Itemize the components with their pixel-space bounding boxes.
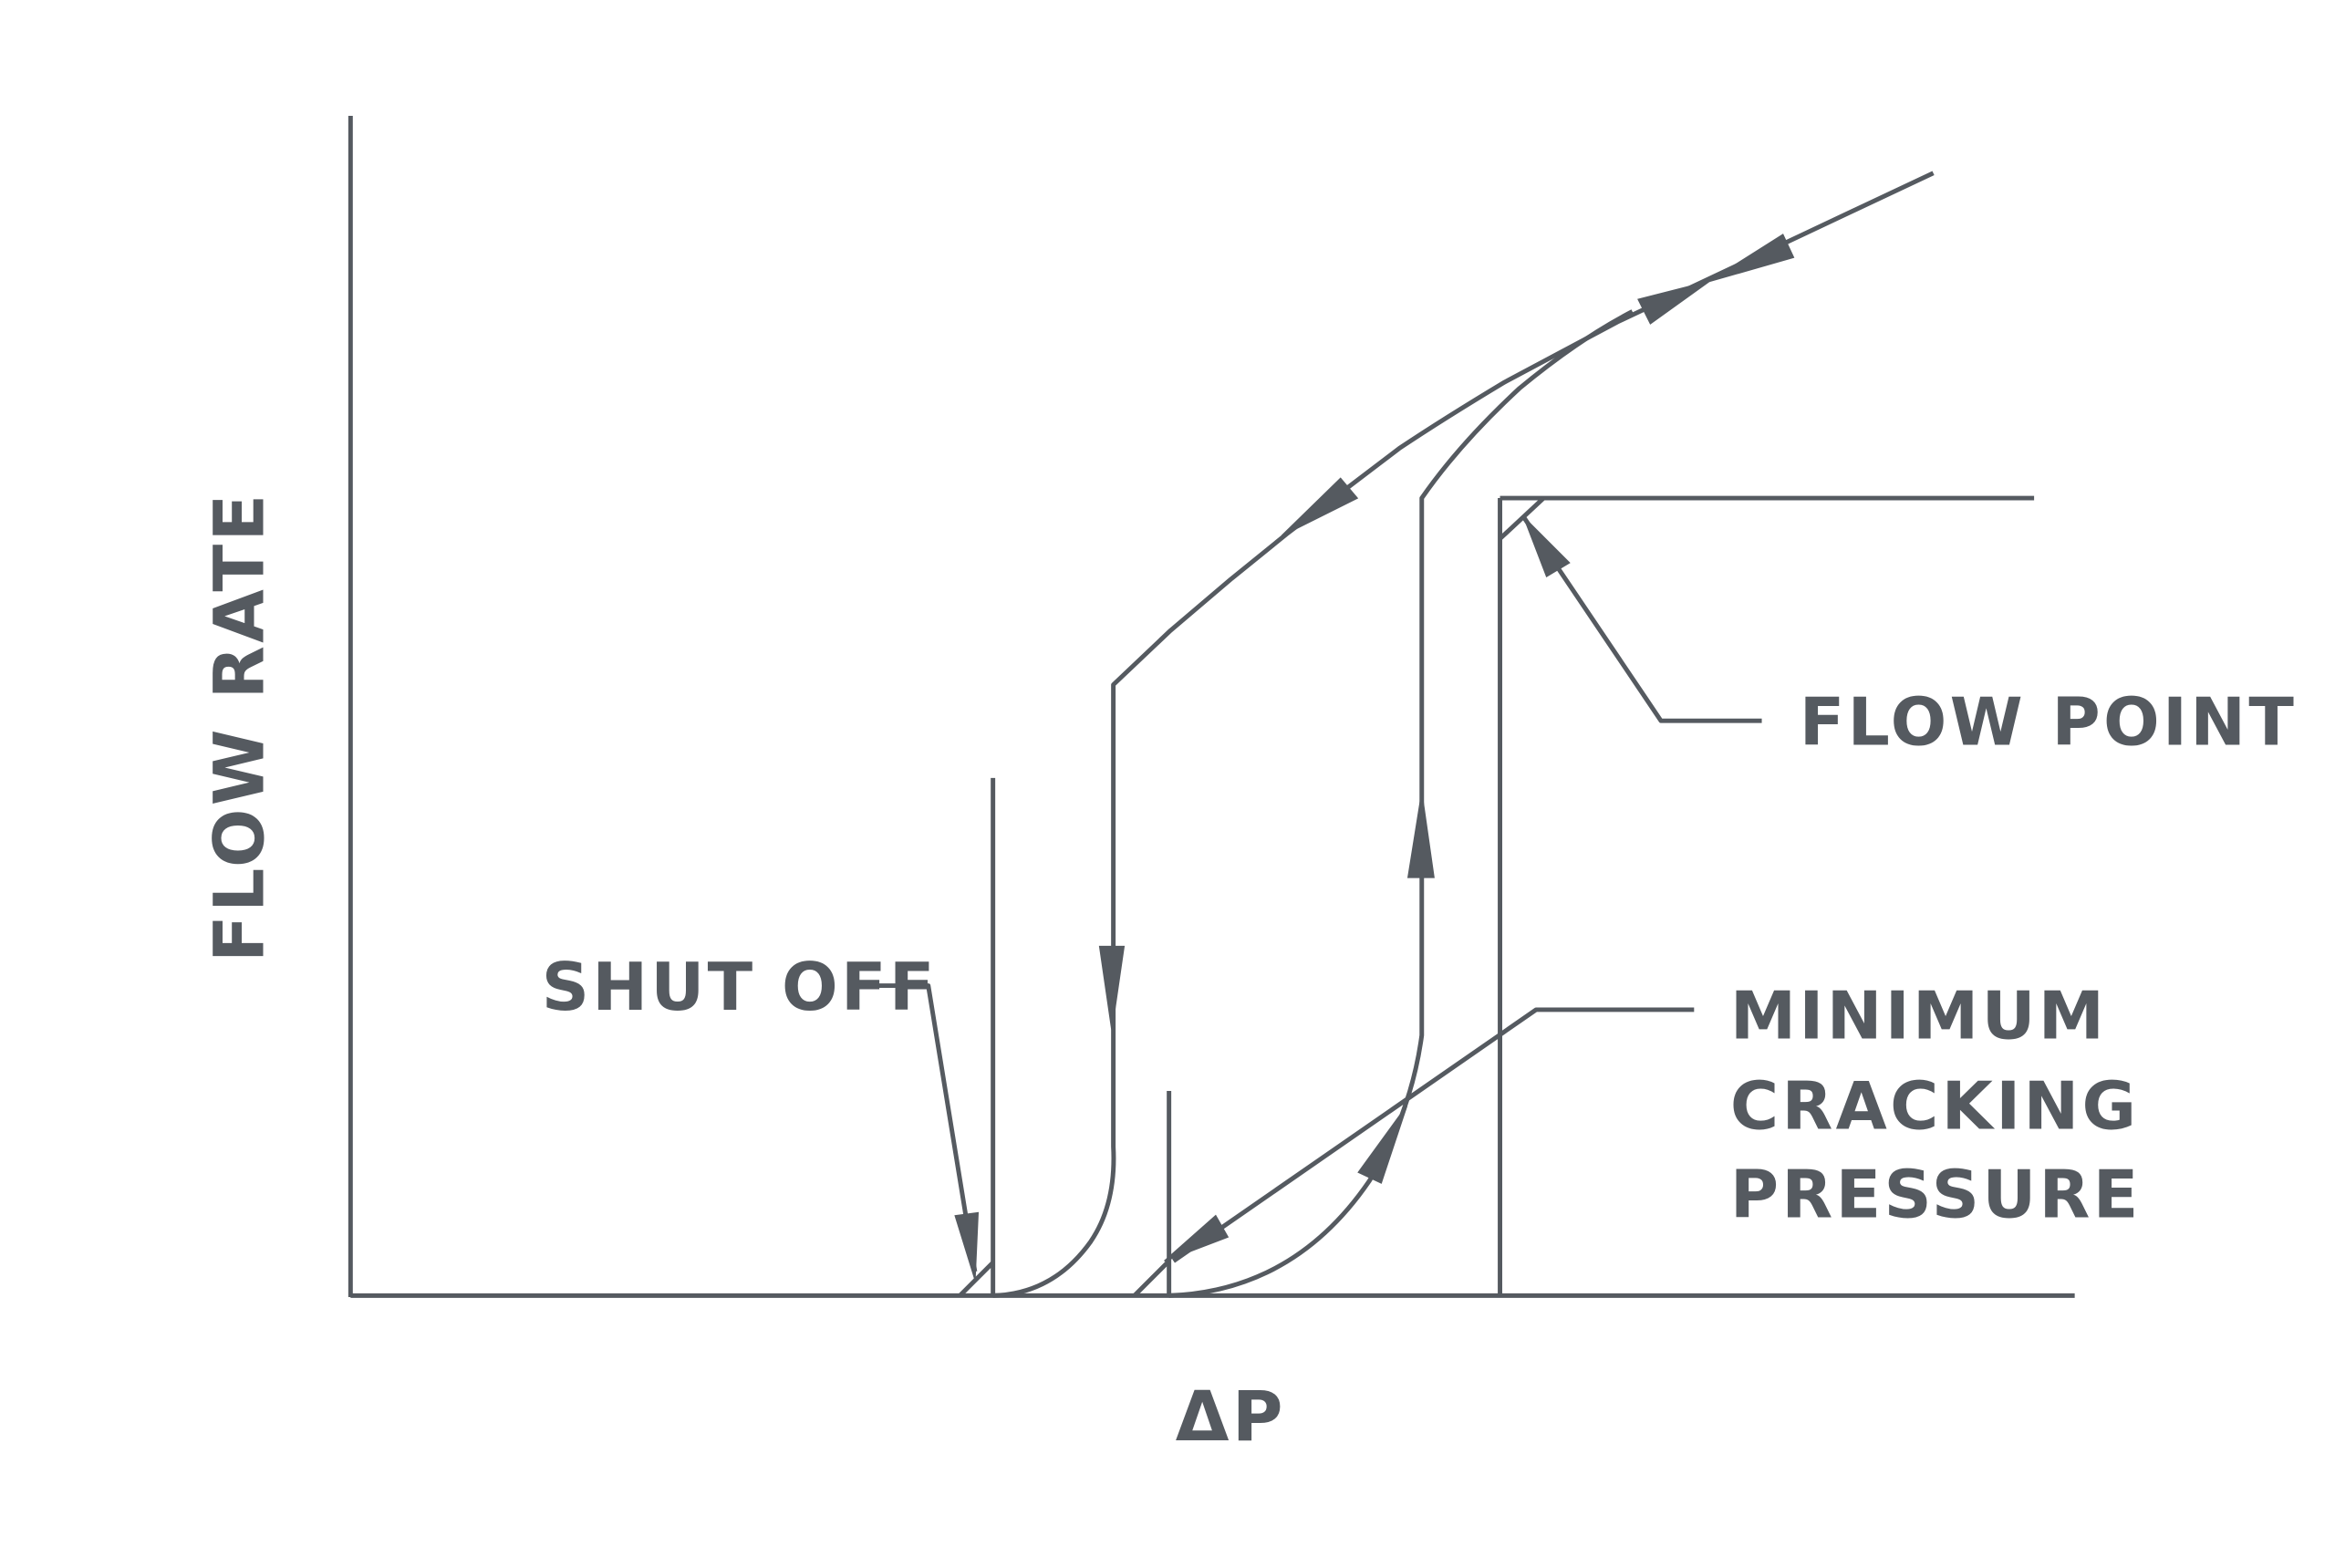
arrow-shut-off-leader bbox=[954, 1211, 980, 1280]
cracking-tick bbox=[1132, 1259, 1171, 1298]
arrow-upper-curve bbox=[1281, 477, 1359, 537]
arrow-flow-point bbox=[1523, 516, 1571, 578]
flow-point-leader bbox=[1521, 516, 1762, 723]
arrow-down-left-vertical bbox=[1098, 945, 1126, 1030]
flow-point-tick bbox=[1498, 496, 1546, 541]
shut-off-leader bbox=[867, 983, 978, 1272]
flow-point-label: FLOW POINT bbox=[1800, 685, 2297, 762]
arrow-top-mid bbox=[1637, 280, 1710, 325]
y-axis-label: FLOW RATE bbox=[200, 491, 280, 962]
min-cracking-leader bbox=[1172, 1007, 1695, 1263]
x-axis-label: ΔP bbox=[1176, 1376, 1286, 1457]
arrow-top-right bbox=[1708, 234, 1795, 283]
min-cracking-label-line-3: PRESSURE bbox=[1730, 1158, 2142, 1234]
shut-off-label: SHUT OFF bbox=[542, 950, 938, 1026]
min-cracking-label-line-1: MINIMUM bbox=[1730, 978, 2107, 1054]
increasing-pressure-curve bbox=[1168, 309, 1634, 1298]
shut-off-tick bbox=[958, 1261, 995, 1298]
arrow-up-right-vertical bbox=[1406, 793, 1435, 878]
arrow-min-cracking bbox=[1164, 1214, 1230, 1262]
decreasing-pressure-curve bbox=[992, 171, 1935, 1298]
arrow-lower-curve bbox=[1357, 1106, 1408, 1184]
min-cracking-label-line-2: CRACKING bbox=[1730, 1068, 2140, 1145]
